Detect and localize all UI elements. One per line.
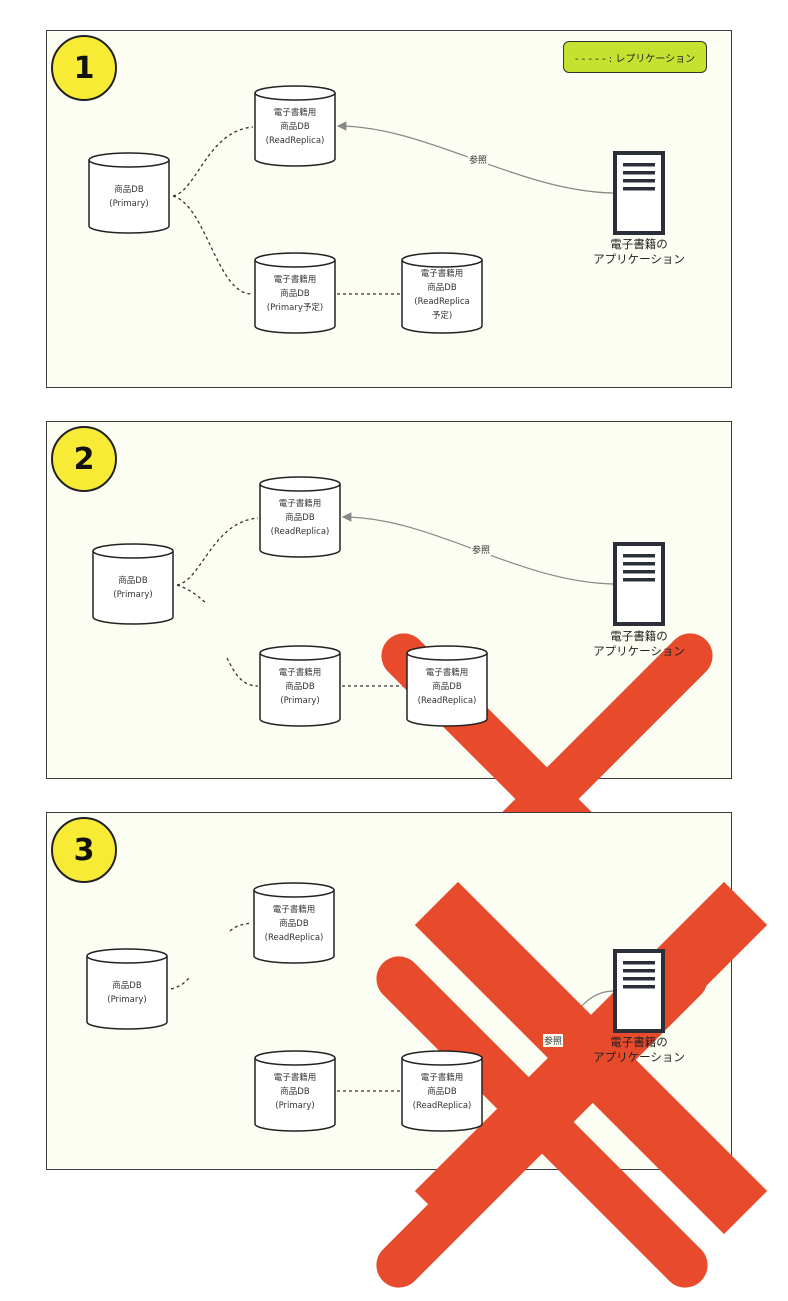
reference-label: 参照: [471, 543, 492, 556]
replica-db-label: 電子書籍用 商品DB (ReadReplica): [270, 499, 330, 537]
new-primary-db-cylinder: 電子書籍用 商品DB (Primary予定): [253, 251, 337, 335]
primary-db-cylinder: 商品DB (Primary): [91, 542, 175, 626]
replication-line: [176, 584, 208, 605]
new-replica-db-label: 電子書籍用 商品DB (ReadReplica 予定): [414, 269, 470, 321]
reference-label: 参照: [543, 1034, 564, 1047]
diagram-panel-2: 2 商品DB (Primary) 電子書籍用 商品DB (ReadReplica…: [46, 421, 732, 965]
replica-db-label: 電子書籍用 商品DB (ReadReplica): [265, 108, 325, 146]
new-replica-db-label: 電子書籍用 商品DB (ReadReplica): [417, 668, 477, 706]
new-replica-db-label: 電子書籍用 商品DB (ReadReplica): [412, 1073, 472, 1111]
replica-db-cylinder: 電子書籍用 商品DB (ReadReplica): [258, 475, 342, 559]
replication-line: [170, 977, 190, 990]
diagram-panel-3: 3 商品DB (Primary) 電子書籍用 商品DB (ReadReplica…: [46, 812, 768, 1288]
new-primary-db-label: 電子書籍用 商品DB (Primary予定): [266, 275, 324, 313]
application-label: 電子書籍の アプリケーション: [593, 629, 685, 658]
replica-db-cylinder: 電子書籍用 商品DB (ReadReplica): [253, 84, 337, 168]
server-icon: [613, 542, 665, 626]
primary-db-cylinder: 商品DB (Primary): [87, 151, 171, 235]
replication-line: [172, 195, 254, 295]
new-replica-db-cylinder: 電子書籍用 商品DB (ReadReplica 予定): [400, 251, 484, 335]
diagram-panel-1: 1 - - - - - : レプリケーション 商品DB (Primary) 電子…: [46, 30, 732, 388]
primary-db-cylinder: 商品DB (Primary): [85, 947, 169, 1031]
new-primary-db-cylinder: 電子書籍用 商品DB (Primary): [253, 1049, 337, 1133]
replication-line: [229, 922, 253, 932]
application-label: 電子書籍の アプリケーション: [593, 1035, 685, 1064]
removed-replica-db-label: 電子書籍用 商品DB (ReadReplica): [264, 905, 324, 943]
new-replica-db-cylinder: 電子書籍用 商品DB (ReadReplica): [405, 644, 489, 728]
step-number-badge: 3: [51, 817, 117, 883]
primary-db-label: 商品DB (Primary): [109, 185, 149, 209]
new-replica-db-cylinder: 電子書籍用 商品DB (ReadReplica): [400, 1049, 484, 1133]
step-number-badge: 2: [51, 426, 117, 492]
new-primary-db-label: 電子書籍用 商品DB (Primary): [278, 668, 322, 706]
reference-label: 参照: [468, 153, 489, 166]
server-icon: [613, 151, 665, 235]
application-label: 電子書籍の アプリケーション: [593, 237, 685, 266]
primary-db-label: 商品DB (Primary): [113, 576, 153, 600]
replication-line: [172, 126, 254, 197]
new-primary-db-cylinder: 電子書籍用 商品DB (Primary): [258, 644, 342, 728]
removed-replica-db-cylinder: 電子書籍用 商品DB (ReadReplica): [252, 881, 336, 965]
server-icon: [613, 949, 665, 1033]
new-primary-db-label: 電子書籍用 商品DB (Primary): [273, 1073, 317, 1111]
primary-db-label: 商品DB (Primary): [107, 981, 147, 1005]
step-number-badge: 1: [51, 35, 117, 101]
replication-line: [176, 517, 259, 586]
legend-replication: - - - - - : レプリケーション: [563, 41, 707, 73]
removed-cross-icon: [414, 881, 768, 1235]
